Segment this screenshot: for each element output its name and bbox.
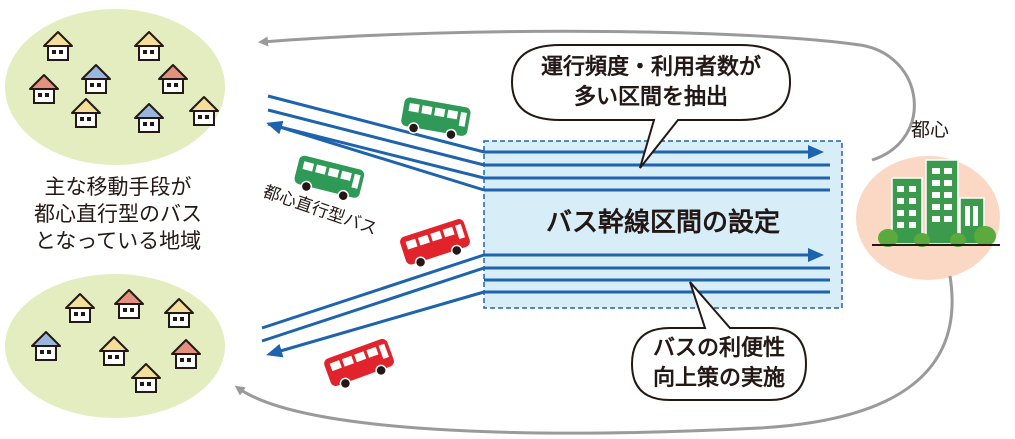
- route-return-arrow-top: [266, 120, 485, 192]
- residential-area-line-2: 都心直行型のバス: [34, 202, 202, 226]
- building-windows: [897, 168, 978, 228]
- residential-area-line-1: 主な移動手段が: [44, 175, 192, 199]
- return-arrow-bottom: [234, 275, 954, 435]
- bus-icon: [398, 95, 473, 144]
- extract-callout-line-1: 運行頻度・利用者数が: [540, 55, 761, 80]
- residential-area-line-3: となっている地域: [34, 229, 202, 253]
- route-return-arrow-bottom: [266, 290, 485, 358]
- improve-callout-text: バスの利便性 向上策の実施: [632, 334, 806, 394]
- bus-icon: [321, 335, 399, 394]
- route-label: 都心直行型バス: [260, 182, 379, 240]
- tree-icon: [878, 226, 996, 247]
- trunk-section-label: バス幹線区間の設定: [545, 208, 780, 238]
- return-arrow-top: [258, 29, 916, 162]
- residential-area-description: 主な移動手段が 都心直行型のバス となっている地域: [28, 174, 208, 255]
- extract-callout-text: 運行頻度・利用者数が 多い区間を抽出: [512, 53, 790, 113]
- extract-callout-line-2: 多い区間を抽出: [573, 85, 728, 110]
- improve-callout-line-1: バスの利便性: [652, 336, 785, 361]
- callout-improve-bubble: [630, 281, 808, 401]
- improve-callout-line-2: 向上策の実施: [652, 366, 785, 391]
- city-center-label: 都心: [910, 119, 949, 141]
- route-lines-bottom: [261, 248, 830, 343]
- route-lines-top: [267, 94, 830, 192]
- callout-extract-bubble: [510, 44, 792, 169]
